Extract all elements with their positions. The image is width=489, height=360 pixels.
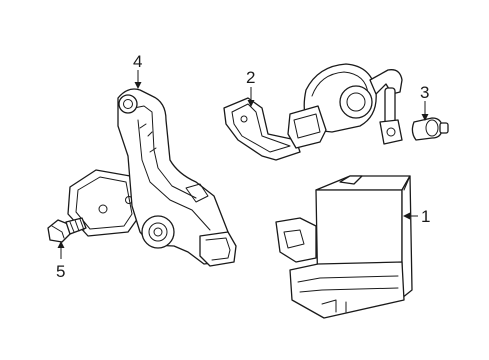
callout-5-arrow xyxy=(57,241,65,248)
callout-3-arrow xyxy=(421,114,429,121)
callout-1-arrow xyxy=(403,212,410,220)
callout-2-label: 2 xyxy=(246,68,255,87)
part-3-clip xyxy=(411,117,449,141)
callout-2-arrow xyxy=(247,100,255,107)
part-1-control-module xyxy=(275,175,413,319)
part-4-bracket xyxy=(67,88,237,267)
part-2-sensor xyxy=(223,63,403,161)
callout-leaders xyxy=(57,70,429,259)
callout-5-label: 5 xyxy=(56,262,65,281)
callout-4-label: 4 xyxy=(133,52,142,71)
callout-3-label: 3 xyxy=(420,83,429,102)
callout-1-label: 1 xyxy=(421,207,430,226)
callout-4-arrow xyxy=(134,82,142,89)
callout-labels: 1 2 3 4 5 xyxy=(56,52,430,281)
part-5-bolt xyxy=(47,217,87,243)
